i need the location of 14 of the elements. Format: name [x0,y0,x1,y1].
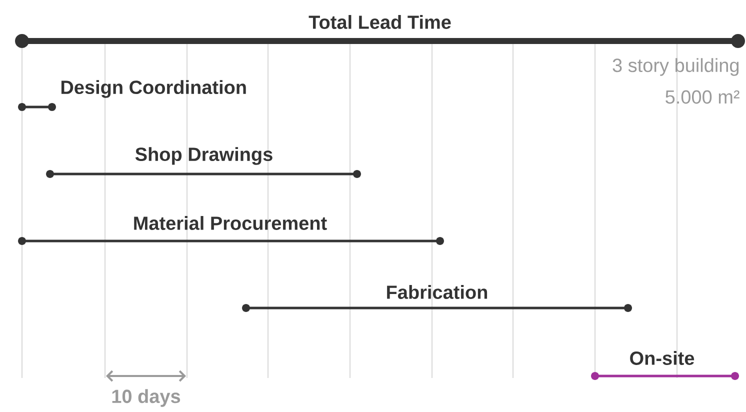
task-bar: Fabrication [242,285,632,312]
task-bar: Shop Drawings [46,147,361,178]
task-bar: On-site [591,351,740,380]
note-text: 5.000 m² [666,90,740,104]
task-bar: Material Procurement [18,216,444,245]
node-label: Shop Drawings [135,147,272,165]
task-bar: Total Lead Time [15,15,745,48]
node-label: Material Procurement [134,216,327,230]
task-bar: Design Coordination [18,80,246,111]
node-label: Design Coordination [61,80,246,98]
node-label: Total Lead Time [308,15,451,29]
node-label: On-site [630,351,694,365]
note-text: 10 days [112,389,180,407]
node-label: Fabrication [387,285,488,299]
